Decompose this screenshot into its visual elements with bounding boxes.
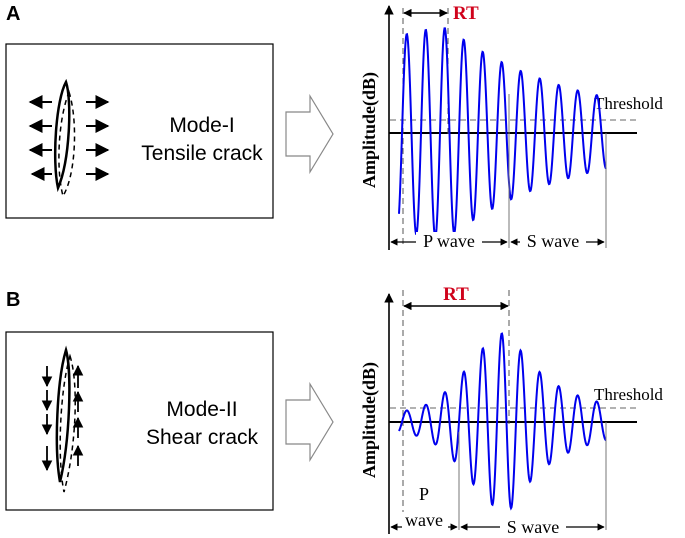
- panel-b-crack-box: [5, 331, 274, 511]
- panel-a-s-wave-label: S wave: [527, 231, 580, 251]
- panel-a-mode-subtitle: Tensile crack: [141, 142, 263, 165]
- panel-b-mode-title: Mode-II: [166, 398, 237, 421]
- panel-a: A Mode-I Tensile crack Amplitude(dB) Th: [5, 3, 663, 251]
- panel-b-label: B: [6, 289, 20, 311]
- panel-a-label: A: [6, 3, 20, 25]
- panel-b-flow-arrow-icon: [285, 381, 334, 463]
- panel-a-threshold-label: Threshold: [594, 94, 663, 113]
- panel-a-waveform: [398, 27, 607, 239]
- shear-crack-icon: [41, 345, 84, 493]
- panel-b-y-axis-label: Amplitude(dB): [359, 362, 380, 478]
- panel-a-mode-title: Mode-I: [169, 114, 234, 137]
- panel-b-mode-subtitle: Shear crack: [146, 426, 259, 449]
- panel-b-p-wave-label-line2: wave: [405, 510, 443, 530]
- panel-b-threshold-label: Threshold: [594, 385, 663, 404]
- panel-a-y-axis-label: Amplitude(dB): [359, 72, 380, 188]
- panel-a-flow-arrow-icon: [285, 93, 334, 175]
- panel-a-rt-label: RT: [453, 3, 479, 24]
- panel-b-s-wave-label: S wave: [507, 517, 560, 537]
- panel-b-rt-label: RT: [443, 284, 469, 305]
- panel-a-p-wave-label: P wave: [423, 231, 475, 251]
- panel-b: B Mode-II Shear crack Amplitude(dB) Thre…: [5, 284, 663, 537]
- panel-a-crack-box: [5, 43, 274, 219]
- tensile-crack-icon: [28, 78, 110, 198]
- panel-b-waveform: [398, 332, 607, 511]
- panel-b-p-wave-label-line1: P: [419, 484, 429, 504]
